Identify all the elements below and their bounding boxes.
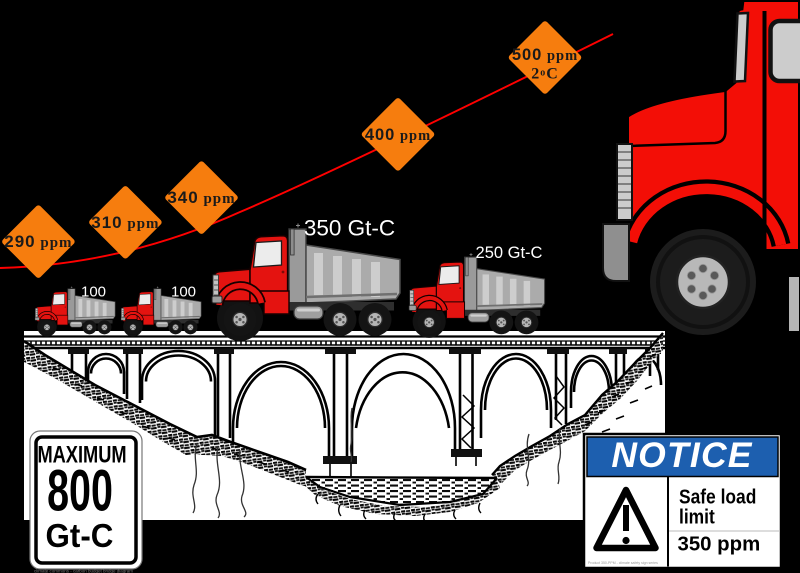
- svg-text:2oC: 2oC: [531, 66, 559, 83]
- svg-text:800: 800: [47, 458, 113, 523]
- svg-text:340 ppm: 340 ppm: [167, 188, 235, 207]
- svg-text:400 ppm: 400 ppm: [365, 126, 431, 144]
- svg-text:climate commons - carbon budge: climate commons - carbon budget bridge d…: [34, 569, 133, 573]
- svg-text:350 Gt-C: 350 Gt-C: [304, 216, 395, 241]
- svg-text:250 Gt-C: 250 Gt-C: [476, 244, 543, 262]
- svg-text:Safe load: Safe load: [679, 485, 756, 507]
- svg-text:350 ppm: 350 ppm: [678, 534, 761, 556]
- svg-text:290 ppm: 290 ppm: [4, 232, 72, 251]
- svg-text:310 ppm: 310 ppm: [91, 213, 159, 232]
- svg-text:100: 100: [81, 284, 106, 301]
- svg-text:Gt-C: Gt-C: [46, 517, 114, 554]
- svg-text:limit: limit: [679, 505, 715, 527]
- svg-text:500 ppm: 500 ppm: [512, 46, 578, 64]
- svg-text:100: 100: [171, 284, 196, 301]
- svg-text:Product 350-PPM - climate safe: Product 350-PPM - climate safety sign se…: [588, 561, 658, 565]
- svg-text:NOTICE: NOTICE: [611, 435, 752, 475]
- svg-text:MAXIMUM: MAXIMUM: [37, 441, 126, 468]
